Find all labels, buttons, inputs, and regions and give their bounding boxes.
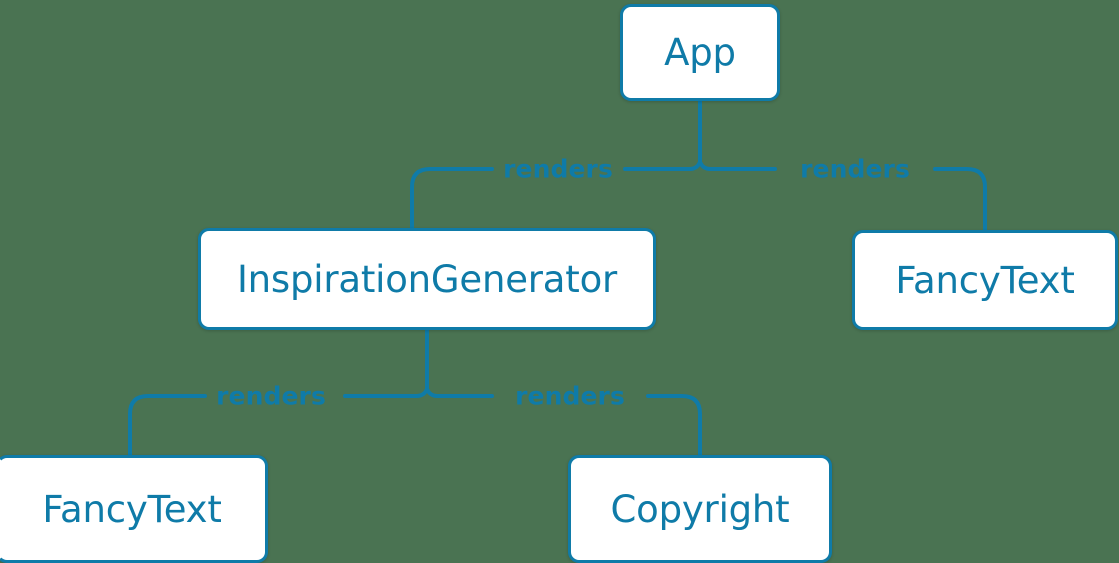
node-app[interactable]: App (620, 4, 780, 101)
node-fancy-text-left[interactable]: FancyText (0, 455, 268, 563)
edge-inspgen-to-copyright-left-seg (425, 387, 494, 398)
edge-label-app-to-fancy-text: renders (800, 154, 910, 184)
edge-inspgen-to-fancy-left-left-seg (128, 394, 207, 457)
node-fancy-text-right[interactable]: FancyText (852, 230, 1118, 330)
edge-label-inspiration-generator-to-copyright: renders (515, 381, 625, 411)
edge-label-inspiration-generator-to-fancy-text: renders (216, 381, 326, 411)
edge-app-to-inspgen-left-seg (410, 167, 494, 230)
node-copyright[interactable]: Copyright (568, 455, 832, 563)
node-inspiration-generator[interactable]: InspirationGenerator (198, 228, 656, 330)
edge-app-to-fancy-right-right-seg (933, 167, 987, 232)
node-fancy-text-left-label: FancyText (42, 487, 222, 531)
node-copyright-label: Copyright (610, 487, 790, 531)
edge-inspgen-to-fancy-left-right-seg (343, 387, 429, 398)
node-inspiration-generator-label: InspirationGenerator (236, 257, 618, 301)
node-app-label: App (664, 31, 736, 74)
edge-app-to-fancy-right-left-seg (698, 160, 777, 171)
edge-label-app-to-inspiration-generator: renders (503, 154, 613, 184)
edge-app-to-inspgen-right-seg (623, 160, 702, 171)
edge-inspgen-to-copyright-right-seg (646, 394, 702, 457)
node-fancy-text-right-label: FancyText (895, 258, 1075, 302)
